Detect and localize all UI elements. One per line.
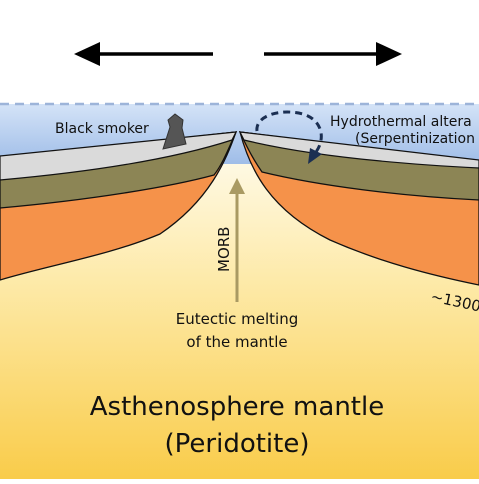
- morb-label: MORB: [215, 227, 233, 272]
- arrow-left-icon: [74, 42, 213, 66]
- hydrothermal-label-line2: (Serpentinization: [355, 131, 475, 147]
- mantle-label-line1: Asthenosphere mantle: [90, 392, 384, 422]
- chimney-icon: [162, 113, 187, 150]
- mantle-label-line2: (Peridotite): [165, 429, 310, 459]
- black-smoker-label: Black smoker: [55, 121, 149, 137]
- eutectic-label-line1: Eutectic melting: [176, 310, 299, 328]
- sediment-layer-right: [238, 131, 479, 169]
- arrow-right-icon: [264, 42, 402, 66]
- eutectic-label-line2: of the mantle: [186, 333, 287, 351]
- circular-arrow-icon: [255, 110, 323, 164]
- morb-arrow: [229, 178, 245, 302]
- hydrothermal-label-line1: Hydrothermal altera: [330, 114, 472, 130]
